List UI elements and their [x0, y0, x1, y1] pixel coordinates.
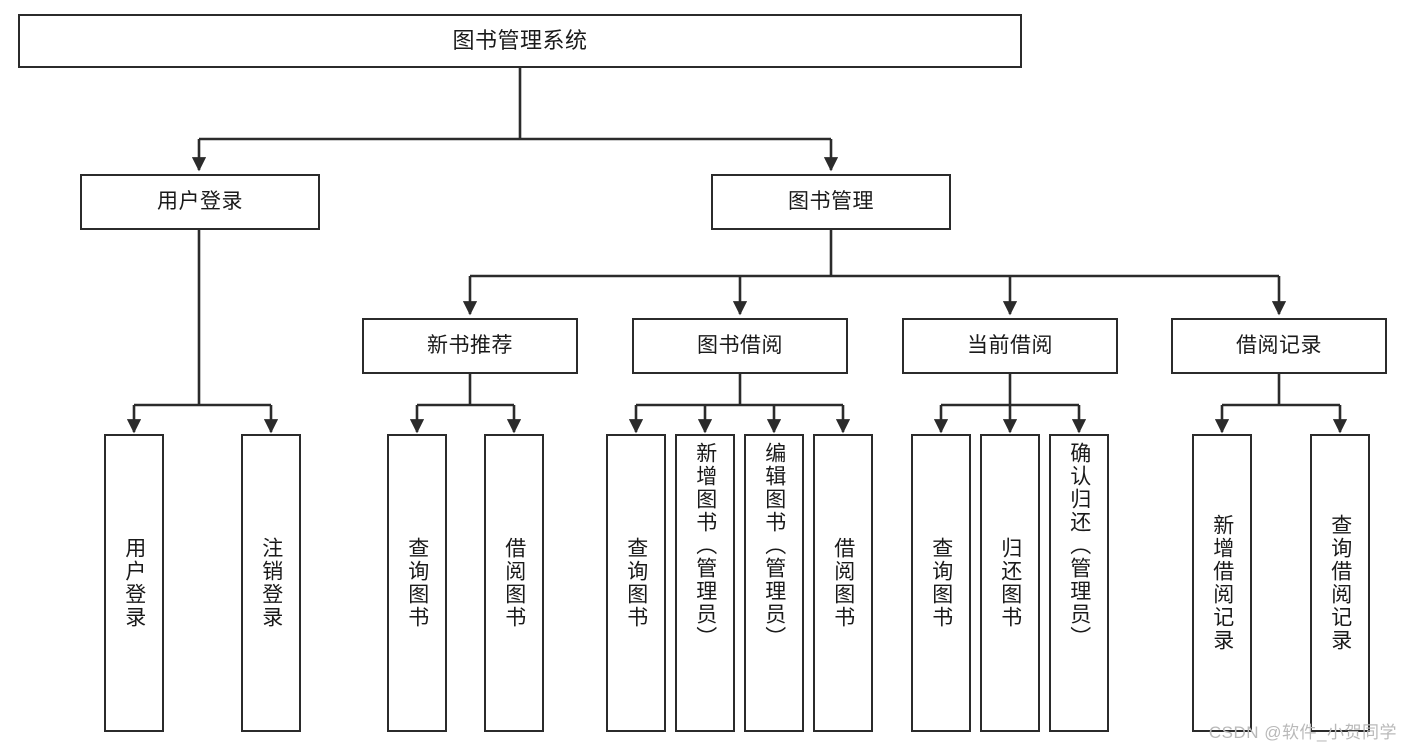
- leaf-user-login[interactable]: 用户登录: [104, 434, 164, 732]
- leaf-add-borrow-record[interactable]: 新增借阅记录: [1192, 434, 1252, 732]
- node-book-borrow[interactable]: 图书借阅: [632, 318, 848, 374]
- node-root-book-management-system[interactable]: 图书管理系统: [18, 14, 1022, 68]
- node-label: 用户登录: [157, 189, 243, 213]
- node-label: 编辑图书（管理员）: [762, 442, 786, 649]
- node-label: 新增借阅记录: [1210, 514, 1234, 652]
- csdn-watermark: CSDN @软件_小贺同学: [1208, 723, 1397, 742]
- leaf-logout[interactable]: 注销登录: [241, 434, 301, 732]
- node-label: 归还图书: [998, 537, 1022, 629]
- node-book-management[interactable]: 图书管理: [711, 174, 951, 230]
- node-label: 查询图书: [929, 537, 953, 629]
- node-label: 当前借阅: [967, 333, 1053, 357]
- node-label: 借阅图书: [502, 537, 526, 629]
- leaf-return-book[interactable]: 归还图书: [980, 434, 1040, 732]
- node-label: 确认归还（管理员）: [1067, 442, 1091, 649]
- node-label: 新书推荐: [427, 333, 513, 357]
- node-label: 图书管理: [788, 189, 874, 213]
- leaf-borrow-book-new[interactable]: 借阅图书: [484, 434, 544, 732]
- leaf-borrow-book[interactable]: 借阅图书: [813, 434, 873, 732]
- leaf-query-book-borrow[interactable]: 查询图书: [606, 434, 666, 732]
- node-user-login[interactable]: 用户登录: [80, 174, 320, 230]
- node-label: 图书借阅: [697, 333, 783, 357]
- node-label: 图书管理系统: [452, 28, 588, 54]
- node-new-book-recommendation[interactable]: 新书推荐: [362, 318, 578, 374]
- leaf-query-book-new[interactable]: 查询图书: [387, 434, 447, 732]
- leaf-confirm-return-admin[interactable]: 确认归还（管理员）: [1049, 434, 1109, 732]
- node-label: 借阅记录: [1236, 333, 1322, 357]
- node-label: 新增图书（管理员）: [693, 442, 717, 649]
- leaf-query-borrow-record[interactable]: 查询借阅记录: [1310, 434, 1370, 732]
- leaf-query-book-current[interactable]: 查询图书: [911, 434, 971, 732]
- node-label: 用户登录: [122, 537, 146, 629]
- leaf-edit-book-admin[interactable]: 编辑图书（管理员）: [744, 434, 804, 732]
- node-label: 注销登录: [259, 537, 283, 629]
- node-label: 借阅图书: [831, 537, 855, 629]
- node-label: 查询图书: [624, 537, 648, 629]
- node-borrow-record[interactable]: 借阅记录: [1171, 318, 1387, 374]
- node-label: 查询借阅记录: [1328, 514, 1352, 652]
- leaf-add-book-admin[interactable]: 新增图书（管理员）: [675, 434, 735, 732]
- node-label: 查询图书: [405, 537, 429, 629]
- node-current-borrow[interactable]: 当前借阅: [902, 318, 1118, 374]
